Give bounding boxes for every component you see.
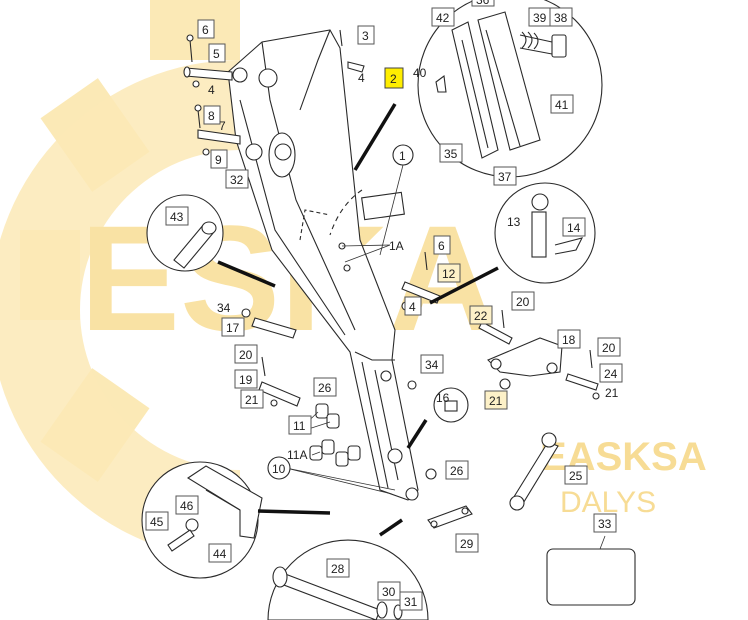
label-4-left: 4 — [208, 83, 215, 97]
thin-leaders — [285, 164, 606, 550]
label-25: 25 — [569, 469, 583, 483]
label-24: 24 — [604, 367, 618, 381]
label-41: 41 — [555, 98, 569, 112]
watermark-gear — [0, 0, 240, 560]
label-34-right: 34 — [425, 358, 439, 372]
label-42: 42 — [436, 11, 450, 25]
label-10: 10 — [272, 462, 286, 476]
label-7: 7 — [219, 119, 226, 133]
label-21-right: 21 — [489, 394, 503, 408]
label-11: 11 — [293, 419, 306, 433]
label-28: 28 — [331, 562, 345, 576]
label-45: 45 — [150, 515, 164, 529]
detail-circle-wear-pad — [417, 0, 603, 178]
heavy-leaders — [217, 103, 499, 537]
label-26-bottom: 26 — [450, 464, 464, 478]
label-6: 6 — [202, 23, 209, 37]
label-17: 17 — [226, 321, 240, 335]
label-11a: 11A — [287, 448, 307, 462]
label-26-top: 26 — [318, 381, 332, 395]
boom-arm — [227, 29, 419, 501]
detail-circle-pin-43 — [146, 194, 224, 272]
label-13: 13 — [507, 215, 521, 229]
label-21-left: 21 — [245, 393, 259, 407]
label-20-left: 20 — [239, 348, 253, 362]
label-2-highlighted: 2 — [390, 72, 397, 86]
label-34-left: 34 — [217, 301, 231, 315]
label-29: 29 — [460, 537, 474, 551]
label-5: 5 — [213, 47, 220, 61]
callout-circle-1 — [392, 144, 414, 166]
label-32: 32 — [230, 173, 244, 187]
label-37: 37 — [498, 170, 512, 184]
label-22: 22 — [474, 309, 488, 323]
label-4-top: 4 — [358, 71, 365, 85]
label-31: 31 — [404, 595, 418, 609]
detail-circle-lock-pin — [494, 182, 596, 284]
label-39: 39 — [533, 11, 547, 25]
label-12: 12 — [442, 267, 456, 281]
label-20-right-top: 20 — [516, 295, 530, 309]
label-6-mid: 6 — [438, 239, 445, 253]
label-33: 33 — [598, 517, 612, 531]
label-38: 38 — [554, 11, 568, 25]
label-18: 18 — [562, 333, 576, 347]
label-19: 19 — [239, 373, 253, 387]
callout-circle-10 — [267, 456, 291, 480]
label-20-far-right: 20 — [602, 341, 616, 355]
label-9: 9 — [215, 153, 222, 167]
label-3: 3 — [362, 29, 369, 43]
label-1a: 1A — [389, 239, 404, 253]
label-35: 35 — [444, 147, 458, 161]
label-44: 44 — [213, 547, 227, 561]
label-43: 43 — [170, 210, 184, 224]
label-46: 46 — [180, 499, 194, 513]
label-40: 40 — [413, 66, 427, 80]
label-36: 36 — [476, 0, 490, 7]
dashed-guide — [329, 189, 363, 236]
label-4-mid: 4 — [409, 300, 416, 314]
label-16: 16 — [436, 391, 450, 405]
labels: 6 5 4 8 7 9 32 3 4 2 36 42 39 38 40 41 3… — [145, 0, 623, 611]
label-8: 8 — [208, 109, 215, 123]
label-30: 30 — [382, 585, 396, 599]
label-21-far-right: 21 — [605, 386, 619, 400]
label-1: 1 — [399, 149, 406, 163]
label-14: 14 — [567, 221, 581, 235]
